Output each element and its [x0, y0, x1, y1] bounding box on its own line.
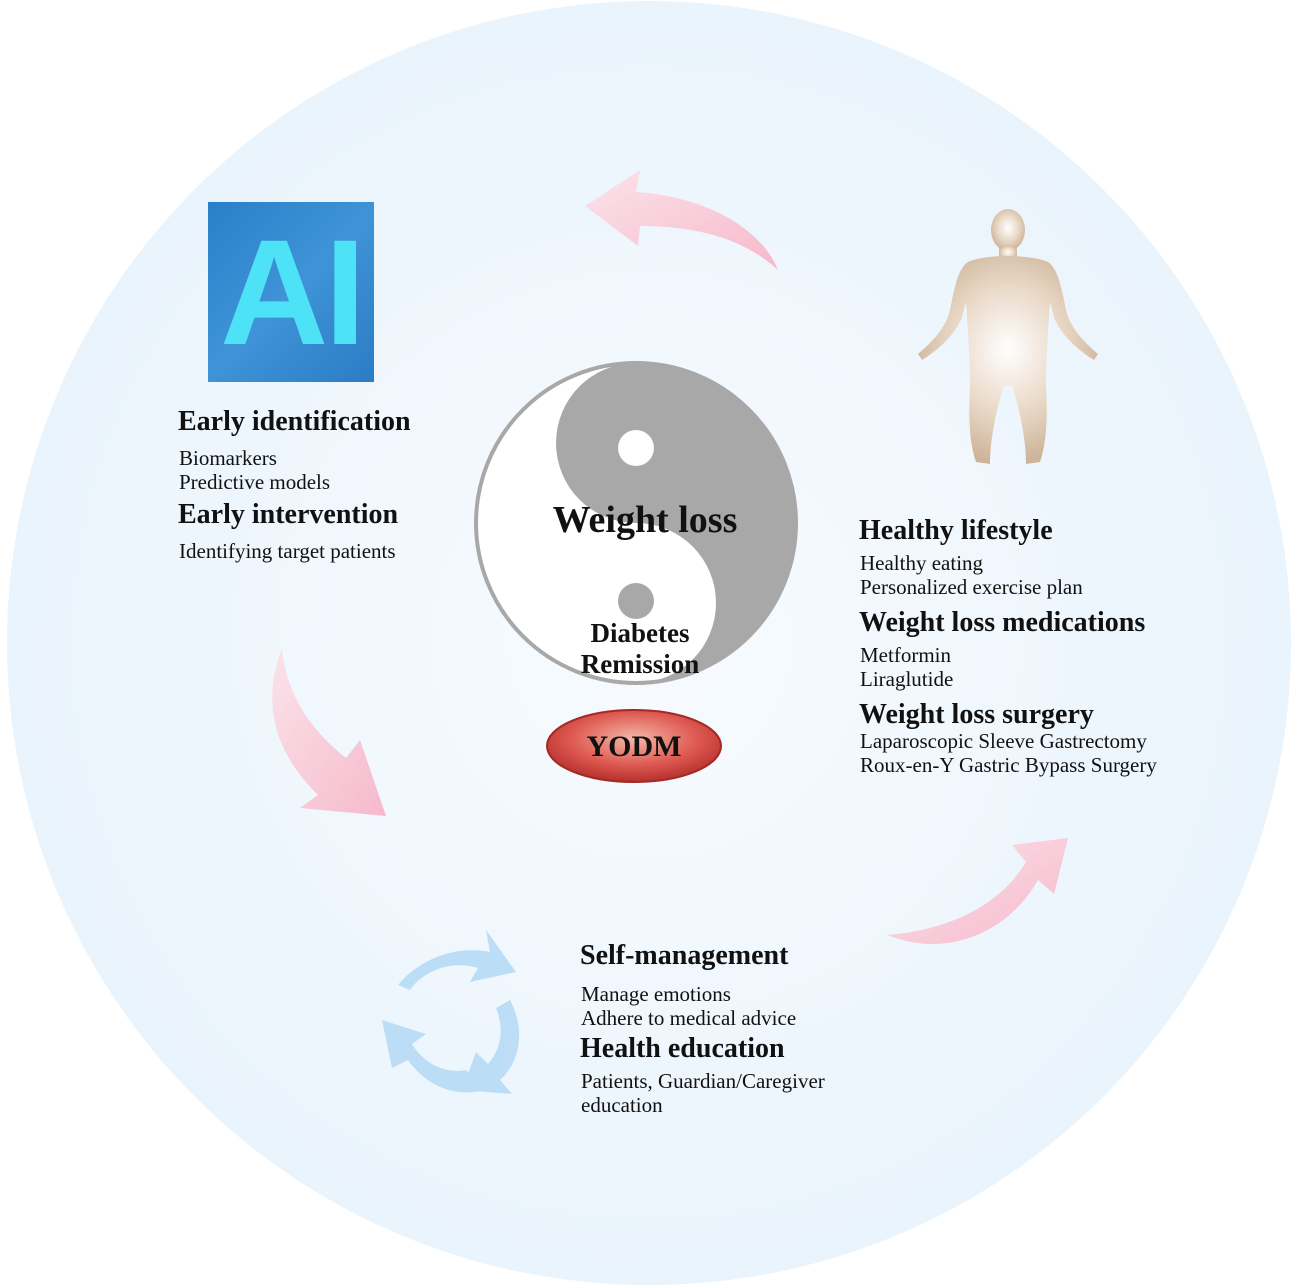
- medication-item-liraglutide: Liraglutide: [860, 667, 954, 691]
- heading-health-education: Health education: [580, 1033, 785, 1064]
- remission-line-2: Remission: [580, 649, 700, 680]
- lifestyle-item-healthy-eating: Healthy eating: [860, 551, 984, 575]
- early-item-biomarkers: Biomarkers: [179, 446, 277, 470]
- lifestyle-item-exercise-plan: Personalized exercise plan: [860, 575, 1083, 599]
- ai-logo: AI: [208, 202, 374, 382]
- yodm-badge-shape: [546, 709, 722, 783]
- heading-early-intervention: Early intervention: [178, 499, 399, 530]
- early-item-target-patients: Identifying target patients: [179, 539, 396, 563]
- heading-weight-loss-medications: Weight loss medications: [859, 607, 1146, 638]
- surgery-item-gastric-bypass: Roux-en-Y Gastric Bypass Surgery: [860, 753, 1157, 777]
- surgery-item-sleeve-gastrectomy: Laparoscopic Sleeve Gastrectomy: [860, 729, 1147, 753]
- remission-line-1: Diabetes: [590, 618, 690, 648]
- remission-label: Diabetes Remission: [540, 618, 740, 680]
- yin-yang-icon: [474, 361, 798, 685]
- heading-healthy-lifestyle: Healthy lifestyle: [859, 515, 1053, 546]
- yodm-badge-label: YODM: [586, 730, 682, 763]
- ai-logo-text: AI: [220, 208, 366, 376]
- selfcare-item-manage-emotions: Manage emotions: [581, 982, 731, 1006]
- medication-item-metformin: Metformin: [860, 643, 951, 667]
- recycle-arrows-icon: [382, 930, 520, 1094]
- selfcare-item-medical-advice: Adhere to medical advice: [581, 1006, 797, 1030]
- pink-curved-arrow-icon: [272, 170, 1068, 944]
- heading-self-management: Self-management: [580, 940, 789, 971]
- heading-weight-loss-surgery: Weight loss surgery: [859, 699, 1094, 730]
- education-item-education: education: [581, 1093, 663, 1117]
- early-item-predictive-models: Predictive models: [179, 470, 331, 494]
- education-item-patients-guardian: Patients, Guardian/Caregiver: [581, 1069, 825, 1093]
- center-title: Weight loss: [552, 499, 738, 541]
- human-body-icon: [918, 209, 1098, 464]
- heading-early-identification: Early identification: [178, 406, 411, 437]
